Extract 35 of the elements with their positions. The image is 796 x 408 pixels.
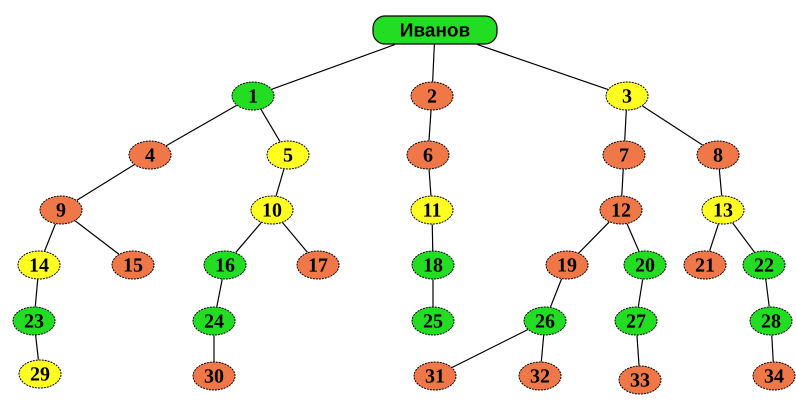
connector-line bbox=[44, 224, 56, 252]
connector-line bbox=[432, 280, 434, 306]
connector-line bbox=[428, 169, 432, 196]
connector-line bbox=[578, 222, 610, 254]
connector-line bbox=[428, 110, 432, 141]
connector-line bbox=[540, 335, 544, 362]
connector-line bbox=[216, 279, 223, 307]
connector-line bbox=[477, 44, 608, 90]
connector-line bbox=[74, 220, 120, 255]
connector-line bbox=[76, 164, 134, 201]
connector-line bbox=[276, 169, 284, 196]
connector-line bbox=[35, 335, 39, 360]
connector-line bbox=[432, 224, 434, 251]
connector-line bbox=[732, 222, 755, 252]
connector-line bbox=[282, 222, 308, 253]
connector-line bbox=[621, 169, 624, 196]
connector-line bbox=[709, 224, 719, 252]
connector-line bbox=[765, 279, 770, 307]
connector-line bbox=[452, 329, 528, 368]
connector-line bbox=[624, 110, 627, 141]
connector-line bbox=[626, 224, 640, 252]
connector-line bbox=[213, 336, 215, 362]
connector-line bbox=[550, 278, 562, 308]
connector-line bbox=[432, 44, 435, 82]
connector-line bbox=[718, 169, 722, 196]
connector-line bbox=[642, 106, 703, 146]
connector-line bbox=[272, 44, 395, 90]
connector-line bbox=[166, 104, 237, 146]
connector-line bbox=[771, 335, 774, 362]
connector-line bbox=[235, 222, 262, 253]
connector-line bbox=[34, 279, 38, 307]
connector-line bbox=[636, 335, 640, 366]
root-box: Иванов bbox=[372, 15, 498, 45]
connector-line bbox=[638, 279, 644, 307]
connector-line bbox=[260, 109, 281, 142]
